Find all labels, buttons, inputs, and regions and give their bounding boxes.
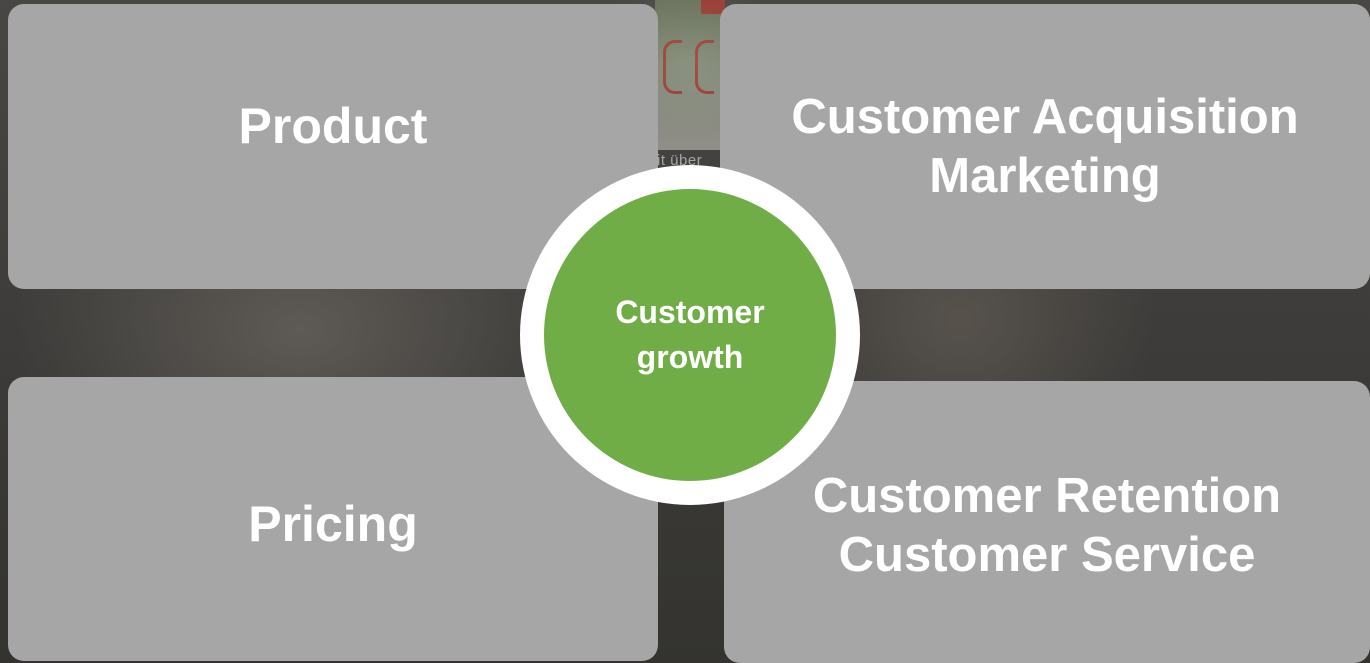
photo-red-tag <box>701 0 725 14</box>
photo-letter-shape <box>663 40 682 94</box>
quadrant-label: Product <box>238 98 428 154</box>
quadrant-label: Customer Service <box>838 527 1256 582</box>
photo-text-fragment: it über <box>657 152 703 169</box>
center-hub: Customer growth <box>544 189 836 481</box>
quadrant-label: Marketing <box>929 148 1161 203</box>
quadrant-label: Pricing <box>248 496 418 552</box>
center-label: growth <box>636 339 744 375</box>
background-photo-detail: it über <box>655 0 725 169</box>
quadrant-label: Customer Acquisition <box>791 90 1299 144</box>
photo-letter-shape <box>695 40 714 94</box>
center-ring: Customer growth <box>520 165 860 505</box>
quadrant-label: Customer Retention <box>812 468 1282 523</box>
center-label: Customer <box>615 294 765 331</box>
